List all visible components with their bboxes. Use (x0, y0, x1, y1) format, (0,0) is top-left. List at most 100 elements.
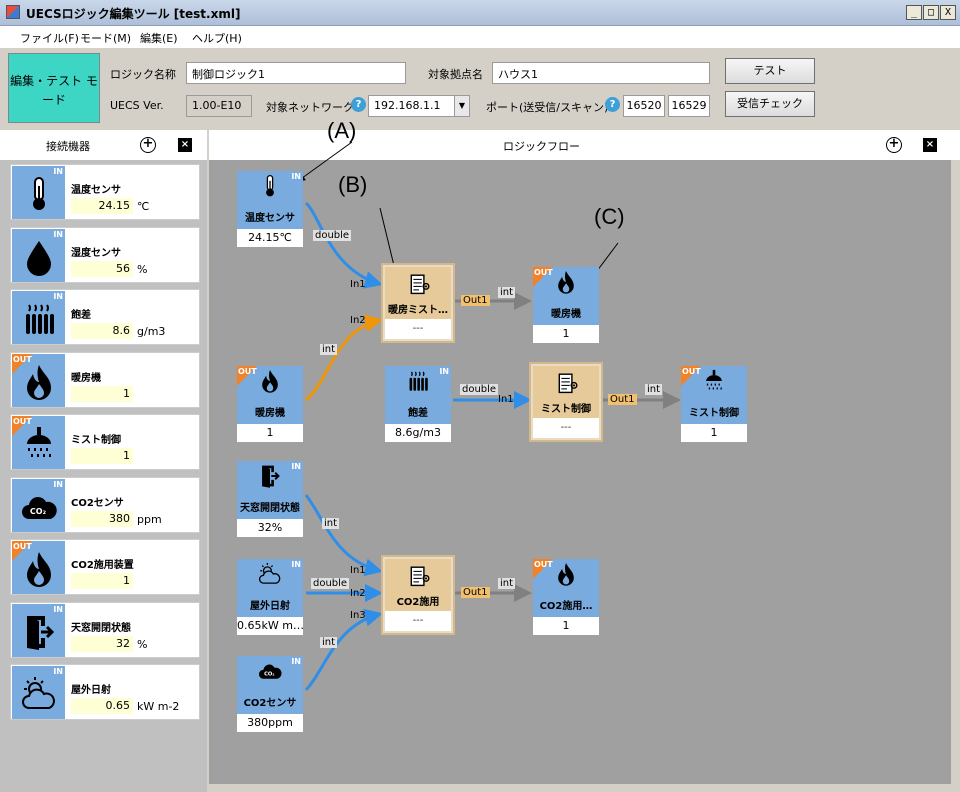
port-label: Out1 (461, 295, 490, 306)
logic-icon-tile (533, 366, 599, 418)
port-send-input[interactable]: 16520 (623, 95, 665, 117)
device-card[interactable]: IN 温度センサ 24.15 ℃ (10, 164, 200, 220)
svg-text:CO₂: CO₂ (264, 672, 275, 678)
close-window-button[interactable]: X (940, 5, 956, 20)
logic-label: CO2施用 (396, 597, 440, 608)
radiator-icon (19, 299, 59, 342)
logic-node-logic2[interactable]: ミスト制御 --- (529, 362, 603, 442)
edge-co2-logic3 (304, 608, 383, 692)
door-exit-icon (257, 463, 283, 492)
node-value: 1 (533, 617, 599, 635)
logic-doc-icon (405, 271, 433, 302)
add-device-icon[interactable]: + (140, 137, 156, 153)
door-exit-icon (19, 612, 59, 655)
shower-icon (19, 424, 59, 467)
logic-node-logic1[interactable]: 暖房ミスト… --- (381, 263, 455, 343)
node-value: 24.15℃ (237, 229, 303, 247)
device-card[interactable]: IN 湿度センサ 56 % (10, 226, 200, 283)
node-label: CO2施用… (539, 601, 593, 612)
device-icon-tile: IN (12, 166, 65, 219)
close-panel-icon[interactable]: × (178, 138, 192, 152)
out-badge: OUT (682, 367, 701, 376)
uecs-ver-label: UECS Ver. (110, 99, 164, 112)
node-label: CO2センサ (243, 698, 297, 709)
device-name: 湿度センサ (71, 247, 121, 259)
node-label: 飽差 (408, 408, 428, 419)
device-icon-tile: OUT (12, 353, 65, 407)
flow-node-temp[interactable]: IN 温度センサ 24.15℃ (237, 171, 303, 247)
flow-node-co2[interactable]: IN CO₂ CO2センサ 380ppm (237, 656, 303, 732)
port-label: In1 (350, 279, 366, 290)
device-name: CO2施用装置 (71, 560, 134, 571)
logic-value: --- (385, 611, 451, 631)
mode-button[interactable]: 編集・テスト モード (8, 53, 100, 123)
test-button[interactable]: テスト (725, 58, 815, 84)
out-badge: OUT (13, 542, 32, 551)
device-card[interactable]: IN CO₂ CO2センサ 380 ppm (10, 476, 200, 533)
flow-node-window[interactable]: IN 天窓開閉状態 32% (237, 461, 303, 537)
port-label: In2 (350, 588, 366, 599)
window-title: UECSロジック編集ツール [test.xml] (26, 7, 241, 21)
device-value: 380 (71, 510, 133, 527)
flow-node-co2-out[interactable]: OUT CO2施用… 1 (533, 559, 599, 635)
device-card[interactable]: IN 屋外日射 0.65 kW m-2 (10, 664, 200, 720)
node-value: 8.6g/m3 (385, 424, 451, 442)
receive-check-button[interactable]: 受信チェック (725, 91, 815, 117)
menu-file[interactable]: ファイル(F) (20, 32, 79, 45)
flow-node-solar[interactable]: IN 屋外日射 0.65kW m… (237, 559, 303, 635)
device-card[interactable]: OUT ミスト制御 1 (10, 414, 200, 470)
network-select[interactable]: 192.168.1.1 (368, 95, 470, 117)
chevron-down-icon[interactable]: ▼ (454, 96, 469, 116)
device-icon-tile: IN CO₂ (12, 478, 65, 532)
device-name: 天窓開閉状態 (71, 622, 131, 634)
target-site-input[interactable]: ハウス1 (492, 62, 710, 84)
device-value: 32 (71, 635, 133, 652)
edge-type-label: int (322, 518, 340, 529)
node-label: 屋外日射 (250, 601, 290, 612)
port-label: In1 (498, 394, 514, 405)
device-value: 1 (71, 448, 133, 464)
logic-node-logic3[interactable]: CO2施用 --- (381, 555, 455, 635)
device-unit: g/m3 (137, 325, 166, 338)
node-label: 暖房機 (551, 309, 581, 320)
menu-bar: ファイル(F) モード(M) 編集(E) ヘルプ(H) (0, 26, 960, 48)
menu-mode[interactable]: モード(M) (80, 32, 132, 45)
in-badge: IN (53, 667, 63, 676)
maximize-button[interactable]: □ (923, 5, 939, 20)
in-badge: IN (53, 292, 63, 301)
annotation-a: (A) (327, 118, 357, 143)
logic-doc-icon (553, 370, 581, 401)
flow-panel-title: ロジックフロー (503, 140, 580, 153)
flow-canvas[interactable] (209, 160, 951, 784)
help-icon[interactable]: ? (351, 97, 366, 112)
node-icon-tile: OUT (533, 267, 599, 325)
help-icon[interactable]: ? (605, 97, 620, 112)
add-logic-icon[interactable]: + (886, 137, 902, 153)
device-card[interactable]: IN 天窓開閉状態 32 % (10, 601, 200, 658)
in-badge: IN (291, 560, 301, 569)
device-card[interactable]: OUT 暖房機 1 (10, 351, 200, 408)
minimize-button[interactable]: _ (906, 5, 922, 20)
node-value: 1 (533, 325, 599, 343)
device-card[interactable]: OUT CO2施用装置 1 (10, 539, 200, 595)
menu-help[interactable]: ヘルプ(H) (192, 32, 242, 45)
water-drop-icon (19, 237, 59, 280)
device-card[interactable]: IN 飽差 8.6 g/m3 (10, 289, 200, 345)
logic-name-input[interactable]: 制御ロジック1 (186, 62, 406, 84)
port-scan-input[interactable]: 16529 (668, 95, 710, 117)
menu-edit[interactable]: 編集(E) (140, 32, 178, 45)
annotation-b: (B) (338, 172, 368, 197)
flow-node-vpd[interactable]: IN 飽差 8.6g/m3 (385, 366, 451, 442)
close-flow-icon[interactable]: × (923, 138, 937, 152)
flow-node-heater-out[interactable]: OUT 暖房機 1 (533, 267, 599, 343)
port-label: In1 (350, 565, 366, 576)
thermometer-icon (19, 174, 59, 217)
edge-type-label: int (498, 578, 516, 589)
flow-node-mist-out[interactable]: OUT ミスト制御 1 (681, 366, 747, 442)
flow-node-heater-in[interactable]: OUT 暖房機 1 (237, 366, 303, 442)
sun-cloud-icon (19, 674, 59, 717)
co2-cloud-icon: CO₂ (19, 487, 59, 530)
out-badge: OUT (238, 367, 257, 376)
radiator-icon (405, 368, 431, 397)
